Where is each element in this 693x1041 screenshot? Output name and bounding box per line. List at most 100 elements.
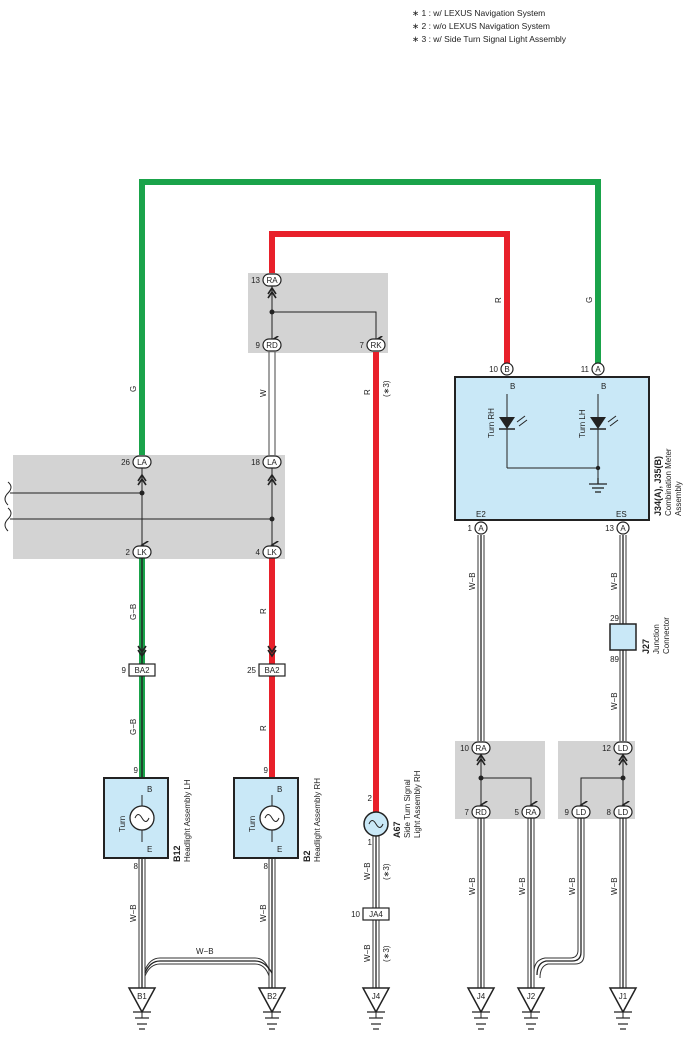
wire-note-3c: (∗3) (382, 945, 391, 962)
meter-b-conn: B (504, 365, 509, 374)
wire-label-r2: R (259, 608, 268, 614)
hl-lh-e: E (147, 845, 152, 854)
br-ld2-label: LD (576, 808, 586, 817)
ground-symbols: B1 B2 J4 J4 J2 J1 (127, 987, 638, 1030)
wire-label-wb2: W−B (259, 904, 268, 922)
wire-note-3b: (∗3) (382, 863, 391, 880)
wire-label-wb10: W−B (568, 877, 577, 895)
meter-a-conn: A (595, 365, 601, 374)
pin-26: 26 (121, 458, 130, 467)
pin-4: 4 (256, 548, 261, 557)
pin-9: 9 (256, 341, 261, 350)
hl-rh-e: E (277, 845, 282, 854)
pin-5-bl: 5 (515, 808, 520, 817)
meter-name1: Combination Meter (664, 448, 673, 516)
bl-ra2-label: RA (525, 808, 537, 817)
hl-lh-name: Headlight Assembly LH (183, 779, 192, 862)
wire-label-wb1: W−B (129, 904, 138, 922)
pin-11-meter: 11 (581, 365, 590, 374)
br-ld-label: LD (618, 744, 628, 753)
ground-label: J2 (527, 992, 536, 1001)
wire-label-wb6: W−B (610, 572, 619, 590)
junction-dots (139, 309, 626, 781)
br-ld3-label: LD (618, 808, 628, 817)
led-lh-icon (590, 417, 606, 429)
pin-25-ba2: 25 (247, 666, 256, 675)
pin-12-br: 12 (602, 744, 611, 753)
legend-item-3: ∗ 3 : w/ Side Turn Signal Light Assembly (412, 34, 567, 44)
left-la2-label: LA (267, 458, 277, 467)
left-lk1-label: LK (137, 548, 147, 557)
hl-rh-turn: Turn (248, 816, 257, 832)
wire-label-wb11: W−B (610, 877, 619, 895)
white-wire (268, 352, 276, 455)
meter-es: ES (616, 510, 627, 519)
pin-8-br: 8 (607, 808, 612, 817)
pin-10-bl: 10 (460, 744, 469, 753)
headlight-rh: B E Turn B2 Headlight Assembly RH (233, 777, 322, 862)
connector-pills (128, 273, 633, 921)
pin-8-hl-rh: 8 (264, 862, 269, 871)
pin-13: 13 (251, 276, 260, 285)
green-wire (139, 179, 601, 455)
pin-8-hl-lh: 8 (134, 862, 139, 871)
meter-code: J34(A), J35(B) (653, 456, 663, 516)
pin-9-hl-lh: 9 (134, 766, 139, 775)
pin-7: 7 (360, 341, 365, 350)
pin-29-jc: 29 (610, 614, 619, 623)
left-la1-label: LA (137, 458, 147, 467)
left-lk2-label: LK (267, 548, 277, 557)
pin-7-bl: 7 (465, 808, 470, 817)
hl-lh-turn: Turn (118, 816, 127, 832)
wire-note-3a: (∗3) (382, 380, 391, 397)
ground-icon: J1 (608, 987, 638, 1030)
left-junction-box (13, 455, 285, 559)
wire-label-r-top: R (494, 297, 503, 303)
ja4-label: JA4 (369, 910, 383, 919)
pin-2: 2 (126, 548, 131, 557)
legend-item-1: ∗ 1 : w/ LEXUS Navigation System (412, 8, 545, 18)
meter-label-b1: B (510, 382, 515, 391)
white-black-wires (138, 535, 627, 988)
ground-label: B1 (137, 992, 147, 1001)
meter-e2-conn: A (478, 524, 484, 533)
pin-9-br: 9 (565, 808, 570, 817)
hl-rh-b: B (277, 785, 282, 794)
pin-10-meter: 10 (489, 365, 498, 374)
wire-label-wb4: W−B (363, 944, 372, 962)
pin-1-side: 1 (368, 838, 373, 847)
bl-ra-label: RA (475, 744, 487, 753)
pin-9-ba2: 9 (122, 666, 127, 675)
headlight-lh: B E Turn B12 Headlight Assembly LH (103, 777, 192, 862)
ground-icon: J2 (516, 987, 546, 1030)
wire-label-wb-h: W−B (196, 947, 214, 956)
ground-symbol-icon (589, 478, 607, 493)
turn-rh-label: Turn RH (487, 408, 496, 438)
wire-label-wb7: W−B (610, 692, 619, 710)
ground-label: J4 (372, 992, 381, 1001)
pin-89-jc: 89 (610, 655, 619, 664)
ground-icon: J4 (466, 987, 496, 1030)
white-black-wire-cores (141, 535, 624, 988)
wire-label-gb2: G−B (129, 719, 138, 735)
ground-icon: B1 (127, 987, 157, 1030)
combination-meter: B B Turn RH Turn LH E2 ES J34(A), J35(B)… (454, 376, 683, 521)
top-rk-label: RK (370, 341, 382, 350)
meter-es-conn: A (620, 524, 626, 533)
meter-name2: Assembly (674, 481, 683, 516)
ground-label: J1 (619, 992, 628, 1001)
wire-label-g-left: G (129, 386, 138, 392)
top-ra-label: RA (266, 276, 278, 285)
ground-label: B2 (267, 992, 277, 1001)
ba2-left-label: BA2 (134, 666, 150, 675)
pin-10-ja4: 10 (351, 910, 360, 919)
side-turn-signal: A67 Side Turn Signal Light Assembly RH (363, 770, 422, 838)
hl-rh-code: B2 (302, 850, 312, 862)
junction-name2: Connector (662, 617, 671, 654)
upward-arrows (137, 286, 628, 766)
top-rd-label: RD (266, 341, 278, 350)
ground-icon: J4 (361, 987, 391, 1030)
wire-label-wb8: W−B (468, 877, 477, 895)
internal-links (4, 282, 623, 805)
